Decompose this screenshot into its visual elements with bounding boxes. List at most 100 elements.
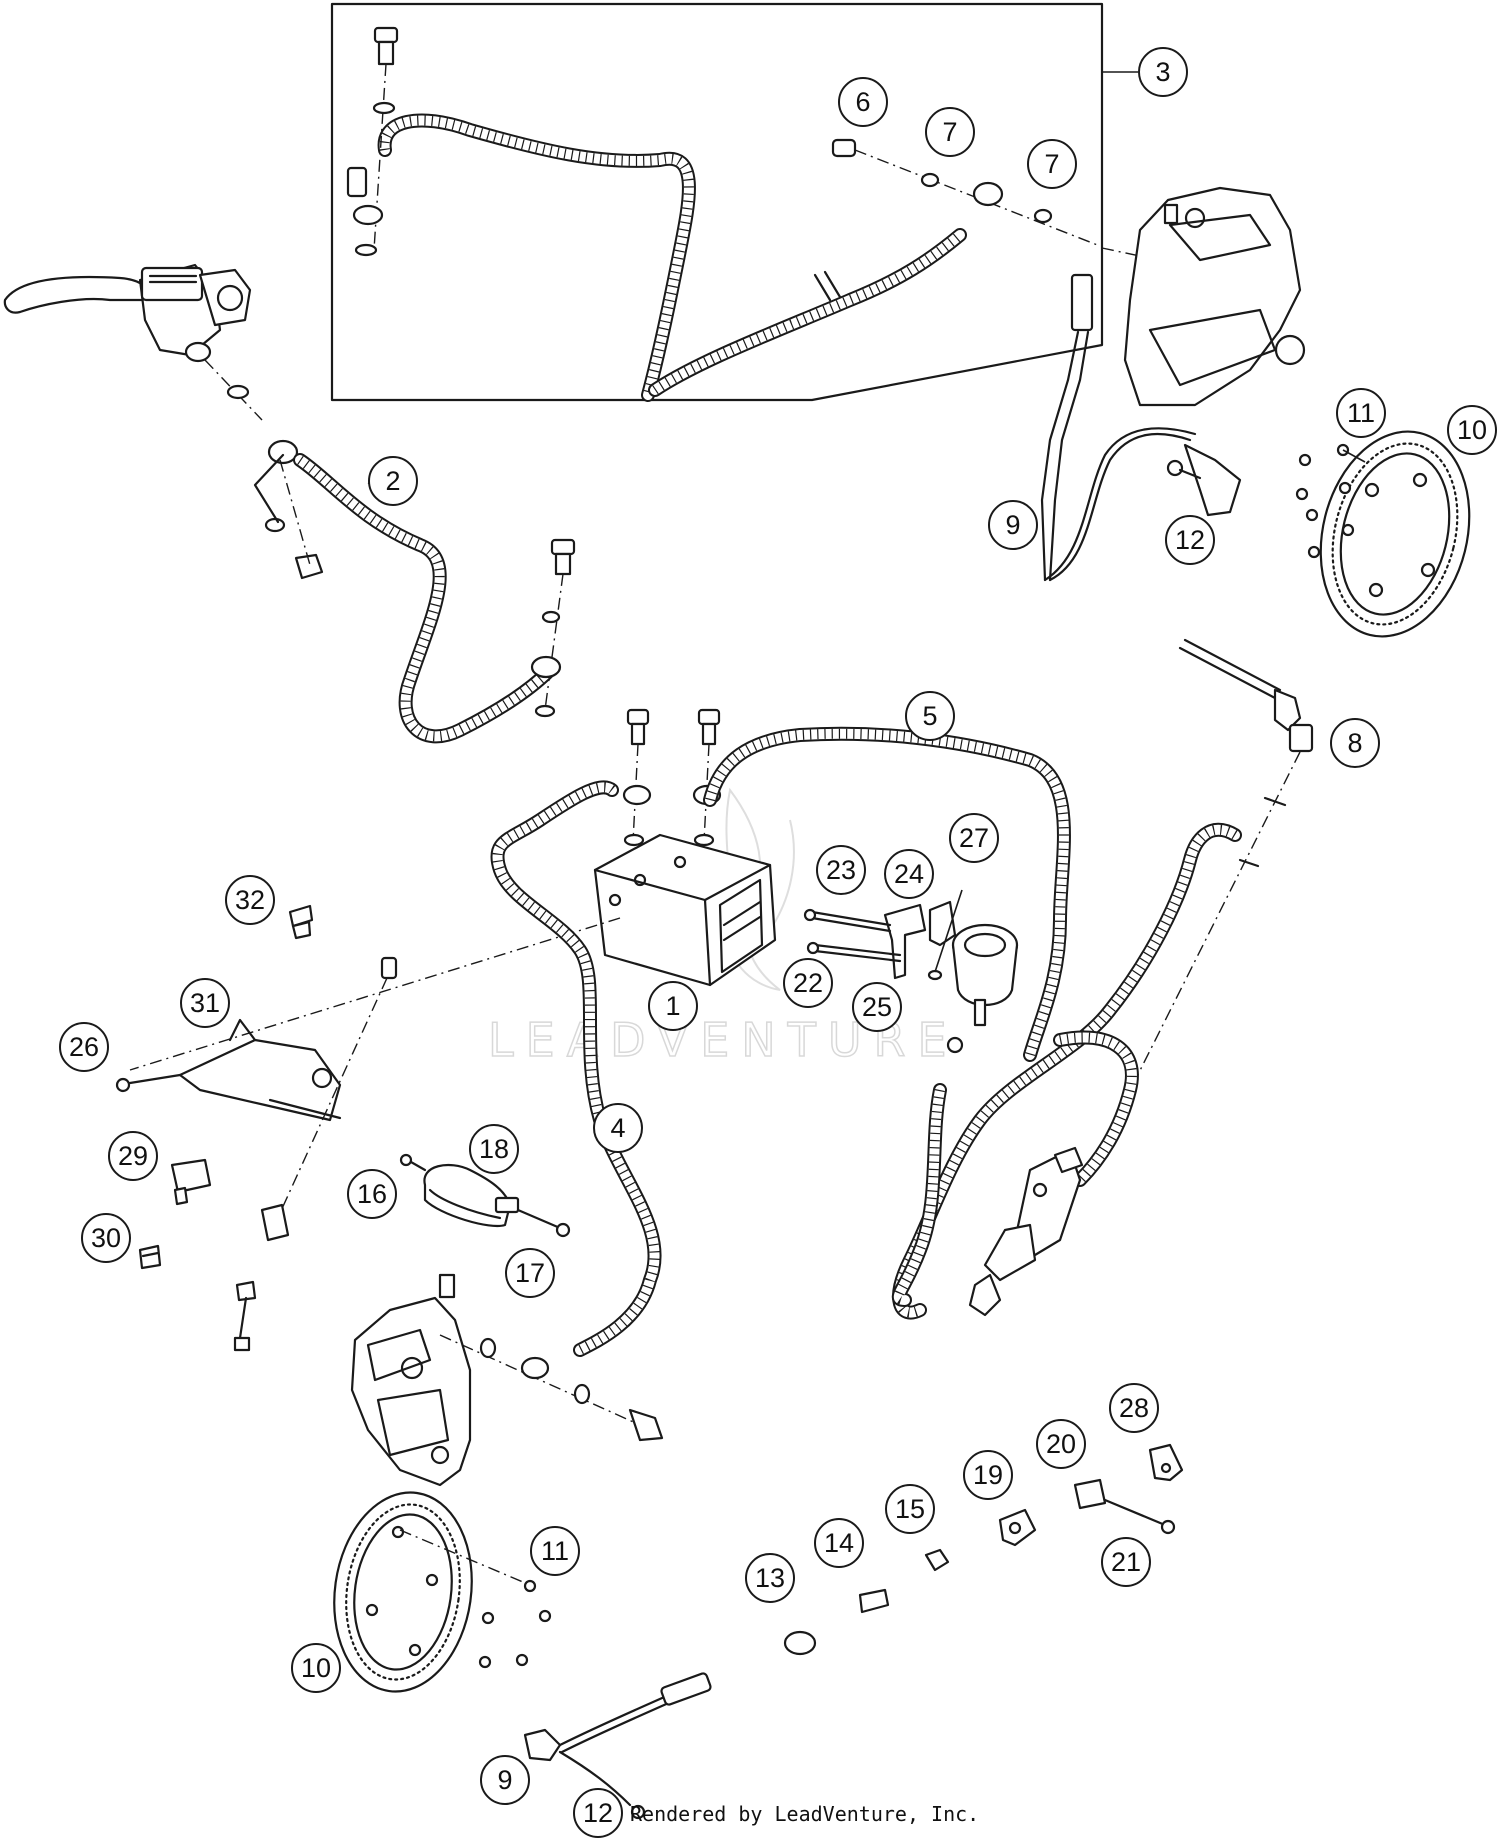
callout-6: 6 [838,77,888,127]
svg-text:19: 19 [973,1460,1003,1490]
callout-17: 17 [505,1248,555,1298]
callout-16: 16 [347,1169,397,1219]
svg-text:11: 11 [541,1536,569,1566]
svg-text:32: 32 [235,885,265,915]
svg-text:5: 5 [922,701,937,731]
svg-text:31: 31 [190,988,220,1018]
svg-text:10: 10 [1457,415,1487,445]
callout-7b: 7 [1027,139,1077,189]
svg-text:18: 18 [479,1134,509,1164]
svg-text:10: 10 [301,1653,331,1683]
svg-text:24: 24 [894,859,924,889]
rear-caliper [1123,186,1306,407]
callout-11-top: 11 [1336,388,1386,438]
part-18-clamp [399,1153,571,1238]
callout-9-top: 9 [988,500,1038,550]
callout-26: 26 [59,1022,109,1072]
svg-text:16: 16 [357,1179,387,1209]
callout-8: 8 [1330,718,1380,768]
svg-text:2: 2 [385,466,400,496]
svg-text:15: 15 [895,1494,925,1524]
svg-text:27: 27 [959,823,989,853]
svg-text:9: 9 [1005,510,1020,540]
callout-4: 4 [593,1103,643,1153]
svg-text:17: 17 [515,1258,545,1288]
svg-text:4: 4 [610,1113,625,1143]
svg-text:23: 23 [826,855,856,885]
part-31-bracket [115,1018,342,1122]
callout-14: 14 [814,1518,864,1568]
svg-text:30: 30 [91,1223,121,1253]
callout-30: 30 [81,1213,131,1263]
svg-text:22: 22 [793,968,823,998]
svg-text:26: 26 [69,1032,99,1062]
svg-text:11: 11 [1347,398,1375,428]
callout-27: 27 [949,813,999,863]
front-caliper [350,1273,664,1487]
callout-12-bottom: 12 [573,1788,623,1838]
callout-2: 2 [368,456,418,506]
callout-28: 28 [1109,1383,1159,1433]
part-13-ring [783,1630,817,1656]
part-4-brake-line [490,780,662,1357]
callout-7a: 7 [925,107,975,157]
svg-text:14: 14 [824,1528,854,1558]
callout-15: 15 [885,1484,935,1534]
sensor-line-left [233,956,398,1352]
part-28-plate [1148,1443,1184,1482]
callout-20: 20 [1036,1419,1086,1469]
callout-24: 24 [884,849,934,899]
svg-text:29: 29 [118,1141,148,1171]
callout-29: 29 [108,1131,158,1181]
svg-text:13: 13 [755,1563,785,1593]
callout-10-top: 10 [1447,405,1497,455]
callout-3: 3 [1138,47,1188,97]
part-14-clip [858,1588,890,1614]
part-9-front-sensor [523,1672,712,1820]
part-15-nut [924,1548,950,1572]
callout-18: 18 [469,1124,519,1174]
svg-text:8: 8 [1347,728,1362,758]
part-19-bracket [998,1508,1037,1547]
callout-21: 21 [1101,1537,1151,1587]
svg-text:9: 9 [497,1765,512,1795]
callout-23: 23 [816,845,866,895]
part-29-cap [170,1158,212,1206]
part-32-plug [288,904,314,940]
part-5-brake-line [703,726,1071,1062]
part-10-abs-ring-top [1319,430,1471,638]
svg-text:28: 28 [1119,1393,1149,1423]
svg-text:20: 20 [1046,1429,1076,1459]
callout-22: 22 [783,958,833,1008]
svg-text:1: 1 [665,991,680,1021]
svg-text:7: 7 [1044,149,1059,179]
rear-reservoir [803,889,1019,1054]
part-20-clamp [1073,1478,1176,1535]
part-10-abs-ring-bottom [333,1491,531,1693]
callout-25: 25 [852,982,902,1032]
callout-9-bottom: 9 [480,1755,530,1805]
svg-text:3: 3 [1155,57,1170,87]
part-11-bolts-top [1295,443,1366,559]
callout-12-top: 12 [1165,515,1215,565]
part-8-rear-brake-line [891,638,1314,1320]
callout-11-bottom: 11 [530,1526,580,1576]
svg-text:6: 6 [855,87,870,117]
svg-text:12: 12 [1175,525,1205,555]
callout-10-bottom: 10 [291,1643,341,1693]
callout-19: 19 [963,1450,1013,1500]
callout-13: 13 [745,1553,795,1603]
part-3-rear-brake-line [346,26,1101,402]
part-11-bolts-bottom [478,1579,552,1669]
svg-text:7: 7 [942,117,957,147]
svg-text:21: 21 [1111,1547,1141,1577]
svg-text:12: 12 [583,1798,613,1828]
front-master-cylinder [3,263,263,421]
callout-31: 31 [180,978,230,1028]
part-9-rear-sensor-cable [1040,273,1242,582]
part-30-clip [138,1244,162,1270]
callout-1: 1 [648,981,698,1031]
callout-5: 5 [905,691,955,741]
callout-32: 32 [225,875,275,925]
